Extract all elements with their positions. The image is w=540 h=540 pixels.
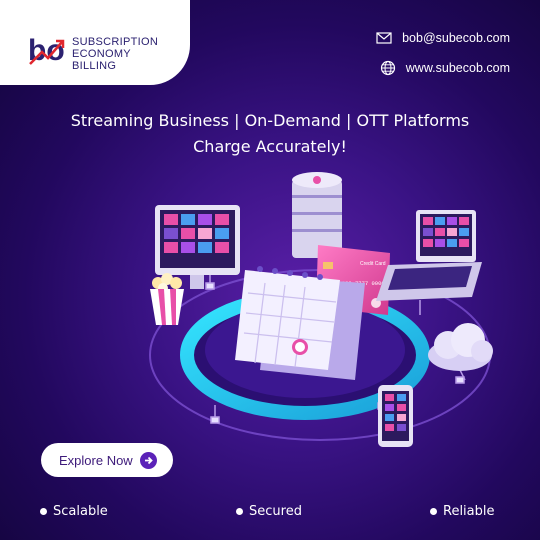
bullet-icon: [430, 508, 437, 515]
mail-icon: [376, 32, 392, 44]
feature-label: Secured: [249, 504, 302, 519]
website-contact[interactable]: www.subecob.com: [380, 60, 510, 76]
bullet-icon: [236, 508, 243, 515]
brand-line-1: SUBSCRIPTION: [72, 36, 159, 48]
feature-item: Scalable: [40, 504, 108, 519]
bullet-icon: [40, 508, 47, 515]
tv-monitor-icon: [155, 205, 240, 289]
brand-logo-mark: bo: [28, 34, 65, 67]
cloud-icon: [428, 323, 493, 371]
smartphone-icon: [378, 385, 413, 447]
feature-item: Secured: [236, 504, 302, 519]
feature-label: Scalable: [53, 504, 108, 519]
headline-line-1: Streaming Business | On-Demand | OTT Pla…: [70, 111, 470, 130]
card-label: Credit Card: [360, 261, 386, 267]
laptop-icon: [376, 210, 482, 301]
brand-name: SUBSCRIPTION ECONOMY BILLING: [72, 36, 158, 72]
headline: Streaming Business | On-Demand | OTT Pla…: [0, 108, 540, 160]
logo-card[interactable]: bo SUBSCRIPTION ECONOMY BILLING: [0, 0, 190, 85]
explore-now-label: Explore Now: [59, 452, 133, 468]
feature-item: Reliable: [430, 504, 495, 519]
email-contact[interactable]: bob@subecob.com: [376, 30, 510, 46]
billing-illustration: Credit Card 5725 7230 7777 0000: [149, 172, 493, 447]
brand-line-3: BILLING: [72, 60, 117, 72]
popcorn-icon: [150, 273, 184, 325]
email-text: bob@subecob.com: [402, 31, 510, 45]
feature-label: Reliable: [443, 504, 495, 519]
arrow-right-circle-icon: [140, 451, 157, 469]
explore-now-button[interactable]: Explore Now: [41, 443, 173, 477]
brand-line-2: ECONOMY: [72, 48, 131, 60]
feature-list: Scalable Secured Reliable: [0, 504, 540, 524]
server-icon: [292, 172, 342, 258]
headline-line-2: Charge Accurately!: [193, 137, 347, 156]
globe-icon: [380, 60, 395, 76]
calendar-icon: [235, 266, 365, 380]
website-text: www.subecob.com: [405, 61, 510, 75]
